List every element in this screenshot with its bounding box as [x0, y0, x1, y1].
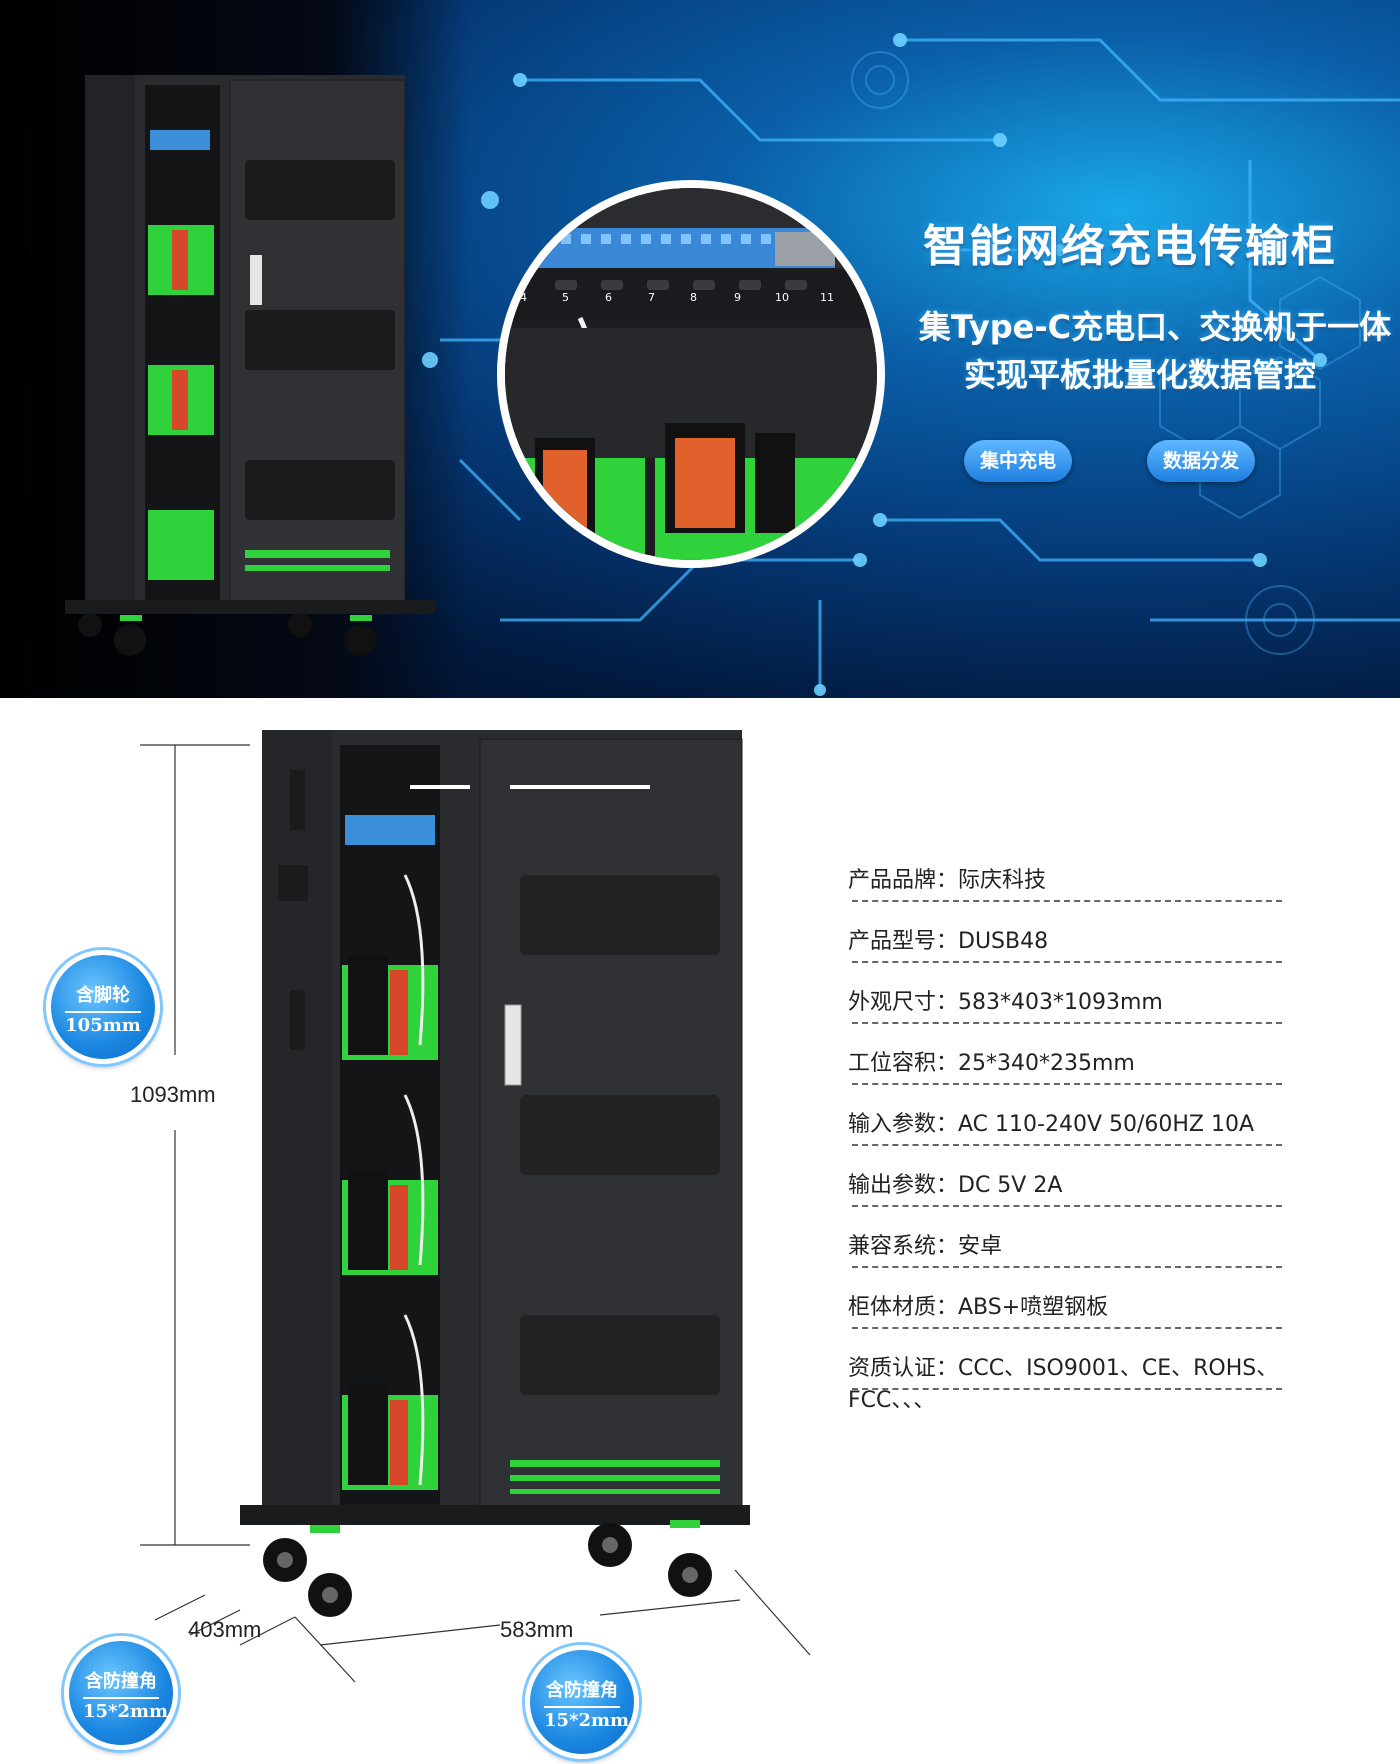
pill-data-distribution: 数据分发 — [1147, 440, 1255, 482]
dashed-divider — [852, 961, 1282, 963]
port-number: 10 — [775, 291, 789, 304]
port-number: 8 — [690, 291, 697, 304]
hero-banner: 4 5 6 7 8 9 10 11 智能网络充电传输柜 集Type-C充电口、交… — [0, 0, 1400, 698]
spec-row: 兼容系统：安卓 — [848, 1228, 1288, 1289]
spec-row: 工位容积：25*340*235mm — [848, 1045, 1288, 1106]
banner-subtitle-1: 集Type-C充电口、交换机于一体 — [918, 308, 1392, 346]
height-dimension-label: 1093mm — [130, 1082, 216, 1107]
badge-corner-guard-left: 含防撞角 15*2mm — [64, 1636, 178, 1750]
circuit-background — [422, 33, 1400, 696]
dashed-divider — [852, 1327, 1282, 1329]
badge-line1: 含防撞角 — [85, 1671, 157, 1692]
product-cabinet-image — [240, 730, 750, 1617]
dashed-divider — [852, 900, 1282, 902]
dashed-divider — [852, 1388, 1282, 1390]
spec-text: 产品型号：DUSB48 — [848, 929, 1049, 954]
badge-line2: 105mm — [65, 1011, 141, 1036]
pill-central-charging: 集中充电 — [964, 440, 1072, 482]
spec-row: 输入参数：AC 110-240V 50/60HZ 10A — [848, 1106, 1288, 1167]
dashed-divider — [852, 1266, 1282, 1268]
badge-line1: 含防撞角 — [546, 1680, 618, 1701]
spec-list: 产品品牌：际庆科技 产品型号：DUSB48 外观尺寸：583*403*1093m… — [848, 862, 1288, 1413]
depth-dimension-label: 403mm — [188, 1617, 262, 1642]
spec-row: 资质认证：CCC、ISO9001、CE、ROHS、FCC、、、 — [848, 1350, 1288, 1413]
port-number: 9 — [734, 291, 741, 304]
dashed-divider — [852, 1022, 1282, 1024]
spec-text: 资质认证：CCC、ISO9001、CE、ROHS、FCC、、、 — [848, 1356, 1279, 1413]
port-number: 6 — [605, 291, 612, 304]
spec-row: 产品型号：DUSB48 — [848, 923, 1288, 984]
spec-text: 产品品牌：际庆科技 — [848, 868, 1047, 893]
badge-line2: 15*2mm — [83, 1697, 168, 1722]
spec-row: 外观尺寸：583*403*1093mm — [848, 984, 1288, 1045]
dimension-lines — [140, 744, 811, 1683]
badge-line2: 15*2mm — [544, 1706, 629, 1731]
banner-title: 智能网络充电传输柜 — [923, 221, 1337, 272]
port-number: 7 — [648, 291, 655, 304]
spec-row: 输出参数：DC 5V 2A — [848, 1167, 1288, 1228]
port-number-row: 4 5 6 7 8 9 10 11 — [505, 291, 877, 309]
spec-text: 柜体材质：ABS+喷塑钢板 — [848, 1295, 1109, 1320]
port-number: 11 — [820, 291, 834, 304]
dashed-divider — [852, 1144, 1282, 1146]
width-dimension-label: 583mm — [500, 1617, 574, 1642]
port-number: 5 — [562, 291, 569, 304]
port-number: 4 — [520, 291, 527, 304]
spec-text: 兼容系统：安卓 — [848, 1234, 1003, 1259]
spec-row: 产品品牌：际庆科技 — [848, 862, 1288, 923]
dashed-divider — [852, 1205, 1282, 1207]
spec-text: 外观尺寸：583*403*1093mm — [848, 990, 1163, 1015]
dashed-divider — [852, 1083, 1282, 1085]
spec-text: 输入参数：AC 110-240V 50/60HZ 10A — [848, 1112, 1255, 1137]
spec-row: 柜体材质：ABS+喷塑钢板 — [848, 1289, 1288, 1350]
spec-text: 工位容积：25*340*235mm — [848, 1051, 1135, 1076]
badge-line1: 含脚轮 — [76, 985, 130, 1006]
port-zoom-circle: 4 5 6 7 8 9 10 11 — [497, 180, 885, 568]
badge-corner-guard-right: 含防撞角 15*2mm — [525, 1645, 639, 1759]
banner-subtitle-2: 实现平板批量化数据管控 — [963, 356, 1316, 394]
zoom-detail-illustration — [505, 188, 877, 560]
spec-text: 输出参数：DC 5V 2A — [848, 1173, 1063, 1198]
banner-cabinet-image — [65, 75, 435, 656]
badge-casters: 含脚轮 105mm — [46, 950, 160, 1064]
